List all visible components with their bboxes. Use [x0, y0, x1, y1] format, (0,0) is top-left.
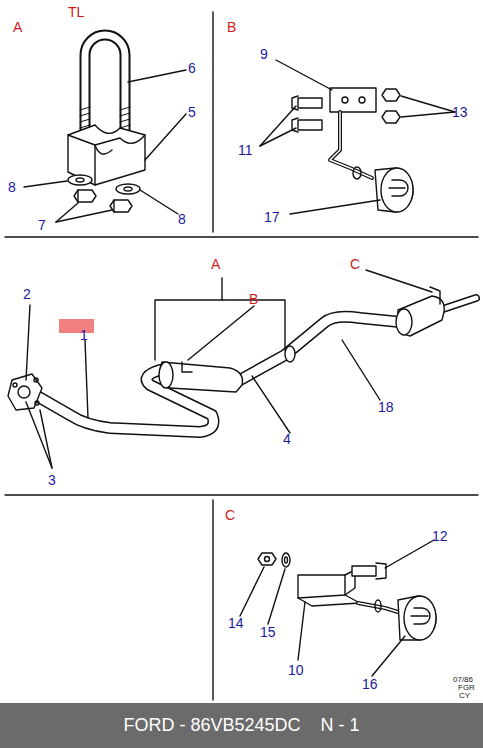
date-stamp: FGR	[458, 684, 475, 692]
callout-number: 18	[378, 399, 394, 415]
callout-number: 4	[283, 431, 291, 447]
footer-band: FORD - 86VB5245DC N - 1	[0, 703, 483, 748]
view-letter: TL	[68, 4, 84, 20]
callout-number: 6	[188, 60, 196, 76]
callout-number: 8	[8, 179, 16, 195]
callout-number: 15	[260, 624, 276, 640]
callout-number: 9	[260, 46, 268, 62]
date-stamp: 07/86	[453, 676, 473, 684]
part-number: FORD - 86VB5245DC N - 1	[123, 715, 359, 736]
view-letter: C	[350, 256, 360, 272]
view-letter: A	[13, 19, 22, 35]
view-letter: C	[225, 507, 235, 523]
callout-number: 10	[288, 662, 304, 678]
callout-number: 7	[38, 217, 46, 233]
date-stamp: CY	[459, 692, 470, 700]
callout-number: 13	[452, 104, 468, 120]
view-letter: A	[211, 256, 220, 272]
callout-number: 11	[238, 142, 253, 158]
callout-number: 3	[48, 472, 56, 488]
callout-number: 12	[432, 528, 448, 544]
callout-number: 16	[362, 676, 378, 692]
callout-number: 2	[23, 286, 31, 302]
highlight-tag	[59, 319, 94, 333]
callout-number: 5	[188, 104, 196, 120]
callout-number: 14	[228, 615, 244, 631]
view-letter: B	[227, 19, 236, 35]
view-letter: B	[249, 291, 258, 307]
callout-number: 8	[178, 211, 186, 227]
callout-number: 1	[80, 327, 88, 343]
callout-number: 17	[264, 209, 280, 225]
